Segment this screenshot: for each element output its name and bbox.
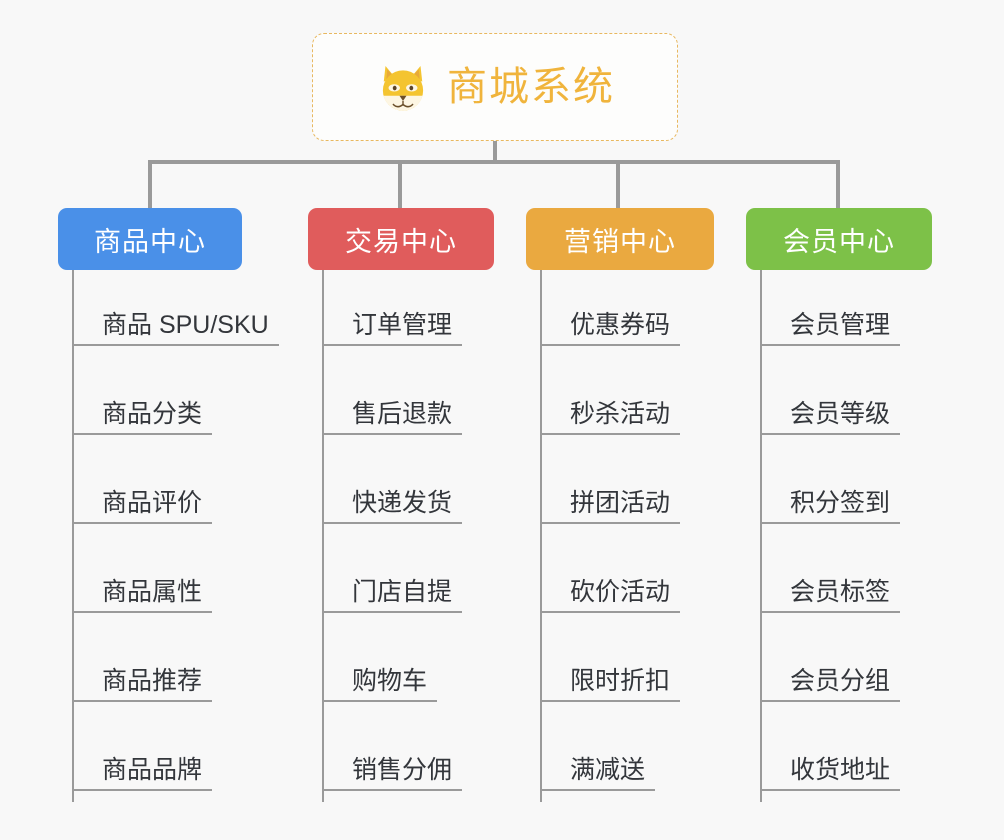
leaf-item[interactable]: 商品 SPU/SKU [72,312,279,347]
category-box-product-center[interactable]: 商品中心 [58,208,242,270]
leaf-item[interactable]: 商品分类 [72,401,213,436]
leaf-item[interactable]: 商品属性 [72,579,213,614]
root-node-mall-system[interactable]: 商城系统 [312,33,678,141]
category-box-marketing-center[interactable]: 营销中心 [526,208,714,270]
leaf-item[interactable]: 会员标签 [760,579,901,614]
leaf-item[interactable]: 快递发货 [322,490,463,525]
category-box-trade-center[interactable]: 交易中心 [308,208,494,270]
leaf-item[interactable]: 会员分组 [760,668,901,703]
leaf-item[interactable]: 销售分佣 [322,757,463,792]
connector-drop-trade-center [398,160,402,209]
category-column-member-center: 会员中心 [746,208,932,270]
leaf-item[interactable]: 秒杀活动 [540,401,681,436]
leaf-item[interactable]: 门店自提 [322,579,463,614]
leaf-item[interactable]: 会员等级 [760,401,901,436]
connector-root-stem [493,141,497,163]
leaf-spine-marketing-center [540,270,542,802]
leaf-item[interactable]: 商品推荐 [72,668,213,703]
category-box-member-center[interactable]: 会员中心 [746,208,932,270]
leaf-item[interactable]: 积分签到 [760,490,901,525]
leaf-item[interactable]: 优惠券码 [540,312,681,347]
leaf-item[interactable]: 售后退款 [322,401,463,436]
leaf-item[interactable]: 订单管理 [322,312,463,347]
leaf-spine-trade-center [322,270,324,802]
connector-drop-product-center [148,160,152,209]
leaf-item[interactable]: 会员管理 [760,312,901,347]
leaf-item[interactable]: 商品评价 [72,490,213,525]
category-column-product-center: 商品中心 [58,208,242,270]
category-column-trade-center: 交易中心 [308,208,494,270]
leaf-item[interactable]: 收货地址 [760,757,901,792]
connector-horizontal-bus [148,160,840,164]
leaf-item[interactable]: 商品品牌 [72,757,213,792]
leaf-item[interactable]: 限时折扣 [540,668,681,703]
root-title: 商城系统 [447,65,615,109]
leaf-item[interactable]: 满减送 [540,757,656,792]
leaf-item[interactable]: 购物车 [322,668,438,703]
connector-drop-member-center [836,160,840,209]
shiba-dog-face-icon [382,66,424,111]
leaf-spine-product-center [72,270,74,802]
connector-drop-marketing-center [616,160,620,209]
category-column-marketing-center: 营销中心 [526,208,714,270]
leaf-item[interactable]: 拼团活动 [540,490,681,525]
leaf-spine-member-center [760,270,762,802]
leaf-item[interactable]: 砍价活动 [540,579,681,614]
